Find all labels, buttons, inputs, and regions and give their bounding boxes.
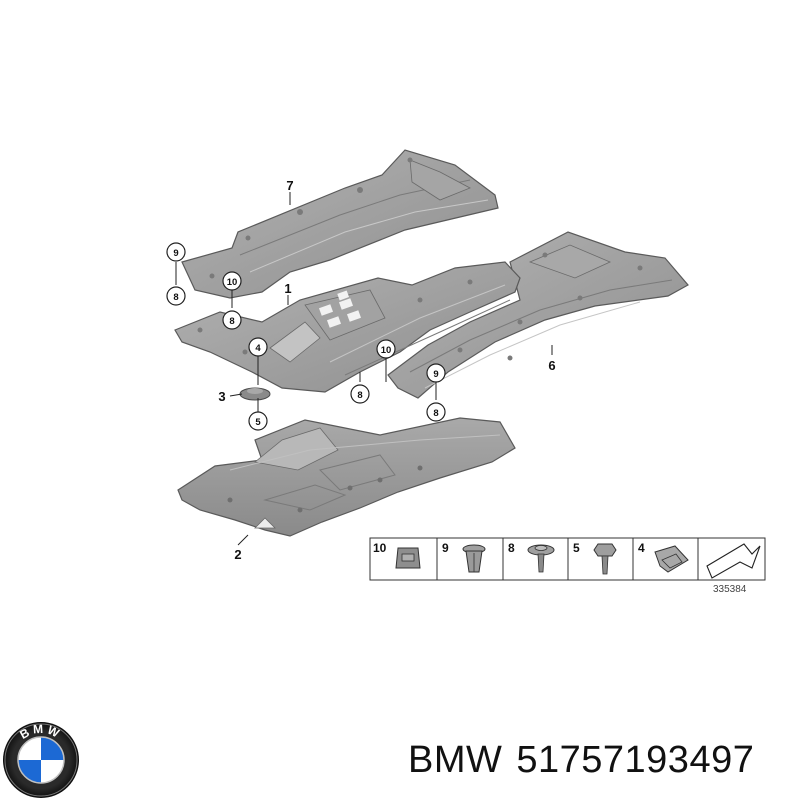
callout-4-circle	[248, 337, 268, 357]
callout-9a: 9	[173, 248, 178, 259]
hex-bolt-icon	[593, 543, 617, 575]
callout-4: 4	[255, 343, 261, 354]
callout-5-circle	[248, 411, 268, 431]
bmw-logo: BMW	[3, 722, 79, 798]
callouts: 7 1 6 3 2 9 8 10 8 4 5 10 8 9 8	[166, 178, 556, 562]
callout-8c-circle	[350, 384, 370, 404]
callout-8c: 8	[357, 390, 362, 401]
callout-10b-circle	[376, 339, 396, 359]
panel-2	[177, 417, 516, 537]
callout-10a: 10	[227, 277, 238, 288]
diagram-ref-number: 335384	[713, 584, 747, 595]
callout-8d: 8	[433, 408, 438, 419]
callout-8b: 8	[229, 316, 234, 327]
legend-label-4: 4	[638, 541, 645, 555]
washer-screw-icon	[527, 544, 555, 573]
callout-10a-circle	[222, 271, 242, 291]
part-caption: BMW 51757193497	[408, 739, 768, 782]
clip-nut-icon	[395, 547, 421, 569]
callout-8a-circle	[166, 286, 186, 306]
expanding-rivet-icon	[462, 544, 486, 573]
callout-8b-circle	[222, 310, 242, 330]
legend-label-9: 9	[442, 541, 449, 555]
fastener-legend: 10 9 8 5 4	[369, 537, 766, 595]
part-3	[239, 387, 271, 401]
direction-arrow-icon	[706, 543, 761, 579]
callout-9a-circle	[166, 242, 186, 262]
callout-2: 2	[234, 547, 241, 562]
legend-label-10: 10	[373, 541, 387, 555]
leader-lines	[175, 192, 553, 546]
callout-6: 6	[548, 358, 555, 373]
callout-8a: 8	[173, 292, 178, 303]
spring-clip-icon	[654, 545, 689, 573]
svg-text:BMW: BMW	[17, 722, 64, 742]
callout-5: 5	[255, 417, 261, 428]
legend-label-5: 5	[573, 541, 580, 555]
legend-label-8: 8	[508, 541, 515, 555]
callout-3: 3	[218, 389, 225, 404]
callout-8d-circle	[426, 402, 446, 422]
brand-name: BMW	[408, 739, 503, 781]
callout-9b-circle	[426, 363, 446, 383]
callout-9b: 9	[433, 369, 438, 380]
callout-7: 7	[286, 178, 293, 193]
logo-text: BMW	[17, 722, 61, 742]
panel-1	[174, 261, 521, 393]
panel-7	[181, 149, 499, 299]
callout-1: 1	[284, 281, 291, 296]
part-number: 51757193497	[516, 739, 755, 781]
callout-10b: 10	[381, 345, 392, 356]
